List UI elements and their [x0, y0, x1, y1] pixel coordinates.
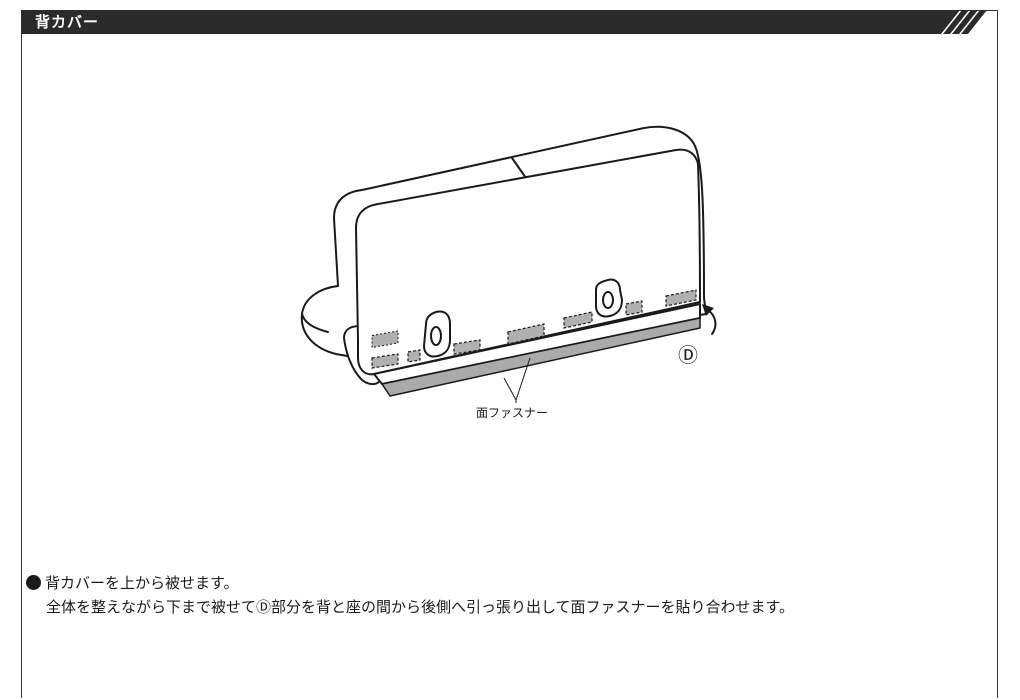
seat-back-cover-illustration — [300, 125, 717, 403]
bullet-icon — [26, 575, 41, 590]
instruction-text: 背カバーを上から被せます。 全体を整えながら下まで被せてⒹ部分を背と座の間から後… — [26, 571, 794, 619]
section-title: 背カバー — [35, 13, 100, 31]
instruction-line-2: 全体を整えながら下まで被せてⒹ部分を背と座の間から後側へ引っ張り出して面ファスナ… — [46, 598, 795, 616]
section-header-bar — [21, 10, 941, 34]
label-d-marker: Ⓓ — [678, 343, 698, 367]
fastener-label: 面ファスナー — [476, 406, 549, 420]
header-slash-decoration — [920, 10, 987, 34]
instruction-line-1: 背カバーを上から被せます。 — [26, 571, 794, 595]
instruction-line-1-text: 背カバーを上から被せます。 — [45, 574, 239, 592]
